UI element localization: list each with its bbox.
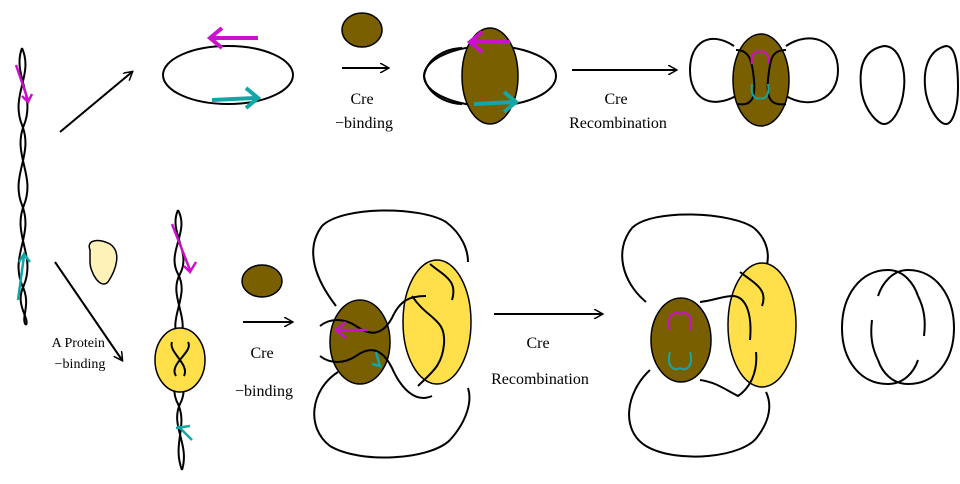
- site-arrow-magenta: [466, 30, 510, 54]
- cre-protein-free-bottom: [241, 264, 283, 298]
- site-marker-magenta: [14, 64, 34, 105]
- site-marker-magenta: [170, 223, 198, 275]
- recombination-complex-top: [688, 33, 840, 127]
- site-marker-teal: [16, 251, 31, 301]
- label-cre-binding-bottom: Cre −binding: [235, 345, 293, 400]
- label-cre-recombination-bottom: Cre Recombination: [491, 335, 589, 388]
- a-protein-recombined: [727, 262, 797, 388]
- circle-with-cre-bound: [423, 27, 557, 125]
- cre-protein-recombining: [732, 33, 790, 127]
- site-arrow-magenta: [206, 26, 258, 50]
- label-cre-binding-top: Cre −binding: [335, 91, 393, 132]
- unknotted-circle: [162, 26, 294, 110]
- site-marker-teal: [175, 424, 193, 441]
- cre-protein-bound-complex: [329, 299, 391, 385]
- hopf-link: [840, 269, 956, 386]
- label-cre-recombination-top: Cre Recombination: [569, 91, 667, 132]
- site-arrow-magenta: [333, 321, 368, 339]
- site-arrow-teal: [473, 90, 520, 114]
- synaptic-complex-a-and-cre: [312, 209, 472, 459]
- label-a-protein-binding: A Protein −binding: [52, 336, 109, 372]
- arrow-to-circle: [59, 72, 132, 133]
- cre-protein-bound: [461, 27, 519, 125]
- cre-protein-recombined: [650, 297, 712, 383]
- arrow-to-a-protein-binding: [54, 261, 122, 360]
- recombined-complex: [621, 213, 797, 458]
- site-arrow-teal: [211, 86, 262, 110]
- cre-protein-free: [341, 12, 383, 48]
- a-protein-free: [88, 239, 118, 285]
- site-arrow-teal: [371, 351, 382, 368]
- two-separated-circles: [859, 44, 960, 126]
